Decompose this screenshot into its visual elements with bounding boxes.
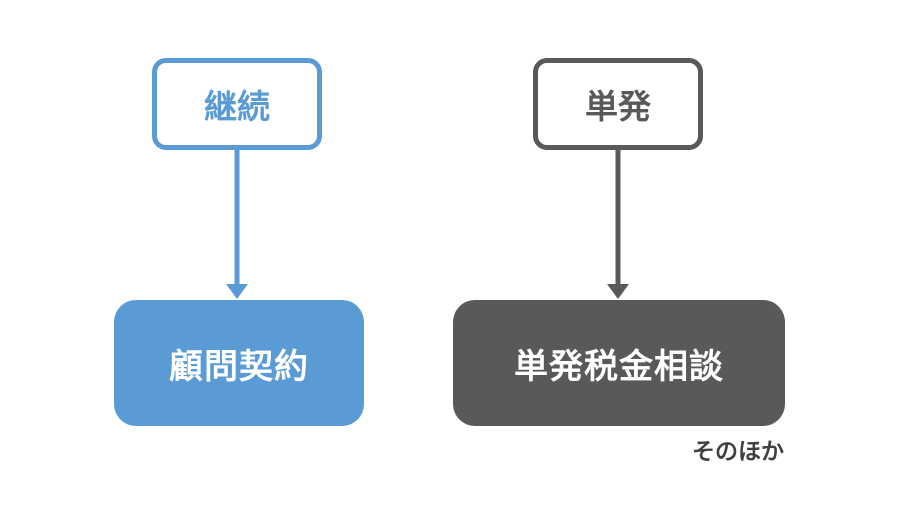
single-service-box: 単発税金相談 xyxy=(453,300,785,426)
single-label-box: 単発 xyxy=(533,58,703,150)
single-arrowhead xyxy=(607,284,629,299)
continuous-label-box: 継続 xyxy=(152,58,322,150)
single-label-text: 単発 xyxy=(585,87,651,126)
continuous-service-text: 顧問契約 xyxy=(169,346,309,387)
single-service-text: 単発税金相談 xyxy=(514,346,724,387)
other-note: そのほか xyxy=(692,439,784,465)
continuous-label-text: 継続 xyxy=(204,87,270,126)
continuous-arrowhead xyxy=(226,284,248,299)
continuous-service-box: 顧問契約 xyxy=(114,300,364,426)
